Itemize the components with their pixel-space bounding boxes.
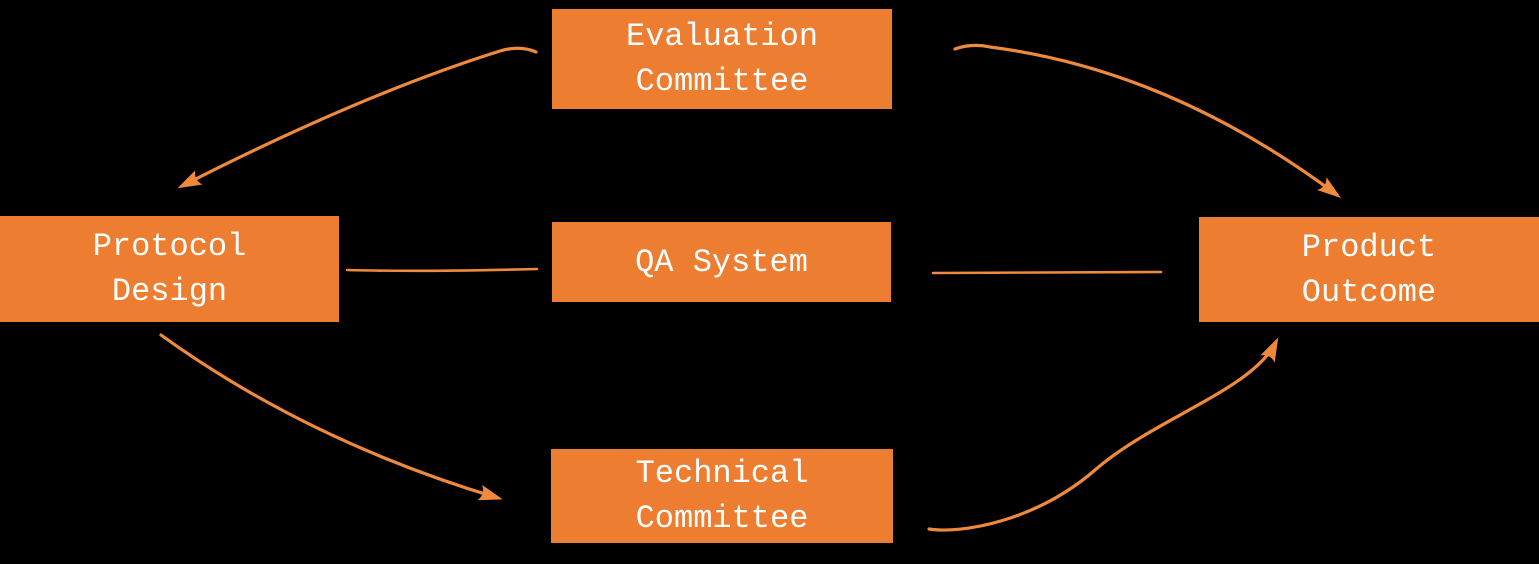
- edge-protocol-to-technical-arrow: [159, 333, 503, 501]
- node-qa-system-label: QA System: [635, 243, 808, 281]
- node-protocol-design: Protocol Design: [0, 216, 339, 322]
- node-technical-committee-label: Technical Committee: [635, 455, 809, 537]
- node-evaluation-committee-label: Evaluation Committee: [625, 18, 819, 100]
- node-technical-committee: Technical Committee: [551, 449, 893, 543]
- node-product-outcome-label: Product Outcome: [1301, 228, 1437, 311]
- edge-protocol-to-qa-line: [345, 267, 539, 273]
- node-qa-system: QA System: [552, 222, 891, 302]
- node-protocol-design-label: Protocol Design: [92, 228, 247, 310]
- edge-evaluation-to-product-arrow: [953, 43, 1342, 198]
- node-evaluation-committee: Evaluation Committee: [552, 9, 892, 109]
- node-product-outcome: Product Outcome: [1199, 217, 1539, 322]
- edge-technical-to-product-arrow: [927, 337, 1279, 532]
- edge-qa-to-product-line: [931, 270, 1163, 275]
- edge-evaluation-to-protocol-arrow: [177, 46, 538, 189]
